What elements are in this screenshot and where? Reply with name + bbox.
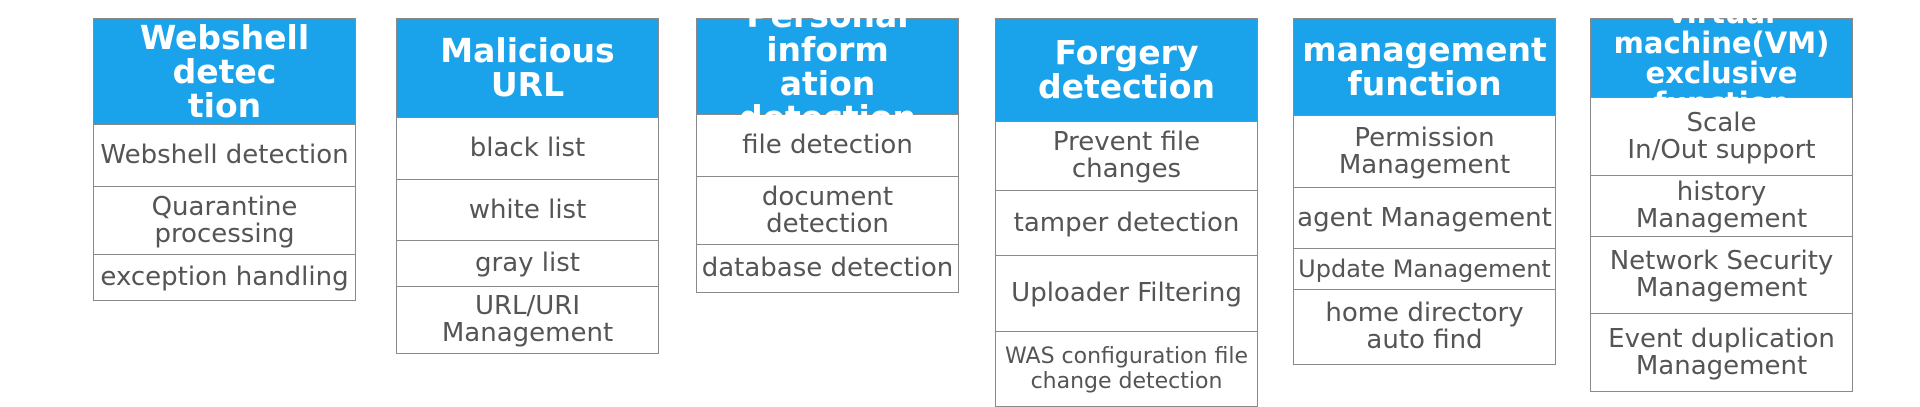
column-header: virtual machine(VM) exclusive function xyxy=(1591,0,1852,118)
feature-item: history Management xyxy=(1591,176,1852,237)
feature-item: gray list xyxy=(397,241,658,287)
column-header: Personal inform ation detection xyxy=(697,0,958,134)
column-header: Malicious URL xyxy=(397,19,658,118)
feature-item: Update Management xyxy=(1294,249,1555,290)
feature-column-vm-exclusive-function: virtual machine(VM) exclusive function S… xyxy=(1590,0,1853,392)
feature-item: home directory auto find xyxy=(1325,298,1524,355)
feature-item: exception handling xyxy=(100,262,349,292)
feature-item: Prevent file changes xyxy=(996,122,1257,191)
column-header: management function xyxy=(1294,19,1555,116)
feature-item: Network Security Management xyxy=(1591,237,1852,314)
column-header: Webshell detec tion xyxy=(94,19,355,125)
feature-item: black list xyxy=(397,118,658,180)
column-header: Forgery detection xyxy=(996,19,1257,122)
feature-item: Uploader Filtering xyxy=(996,256,1257,332)
feature-item: URL/URI Management xyxy=(441,291,614,348)
feature-item: white list xyxy=(397,180,658,241)
feature-item: WAS configuration file change detection xyxy=(1005,344,1248,394)
feature-item: document detection xyxy=(697,177,958,245)
feature-item: file detection xyxy=(697,115,958,177)
feature-column-forgery-detection: Forgery detection Prevent file changes t… xyxy=(995,18,1258,407)
feature-item: Event duplication Management xyxy=(1608,323,1835,381)
feature-item: database detection xyxy=(701,253,954,283)
feature-column-malicious-url: Malicious URL black list white list gray… xyxy=(396,18,659,354)
feature-item: Permission Management xyxy=(1294,116,1555,188)
feature-item: Scale In/Out support xyxy=(1591,98,1852,176)
feature-item: Webshell detection xyxy=(94,125,355,187)
feature-column-webshell-detection: Webshell detec tion Webshell detection Q… xyxy=(93,18,356,301)
feature-column-personal-information-detection: Personal inform ation detection file det… xyxy=(696,0,959,293)
feature-item: Quarantine processing xyxy=(94,187,355,255)
feature-item: agent Management xyxy=(1294,188,1555,249)
feature-column-management-function: management function Permission Managemen… xyxy=(1293,18,1556,365)
feature-item: tamper detection xyxy=(996,191,1257,256)
